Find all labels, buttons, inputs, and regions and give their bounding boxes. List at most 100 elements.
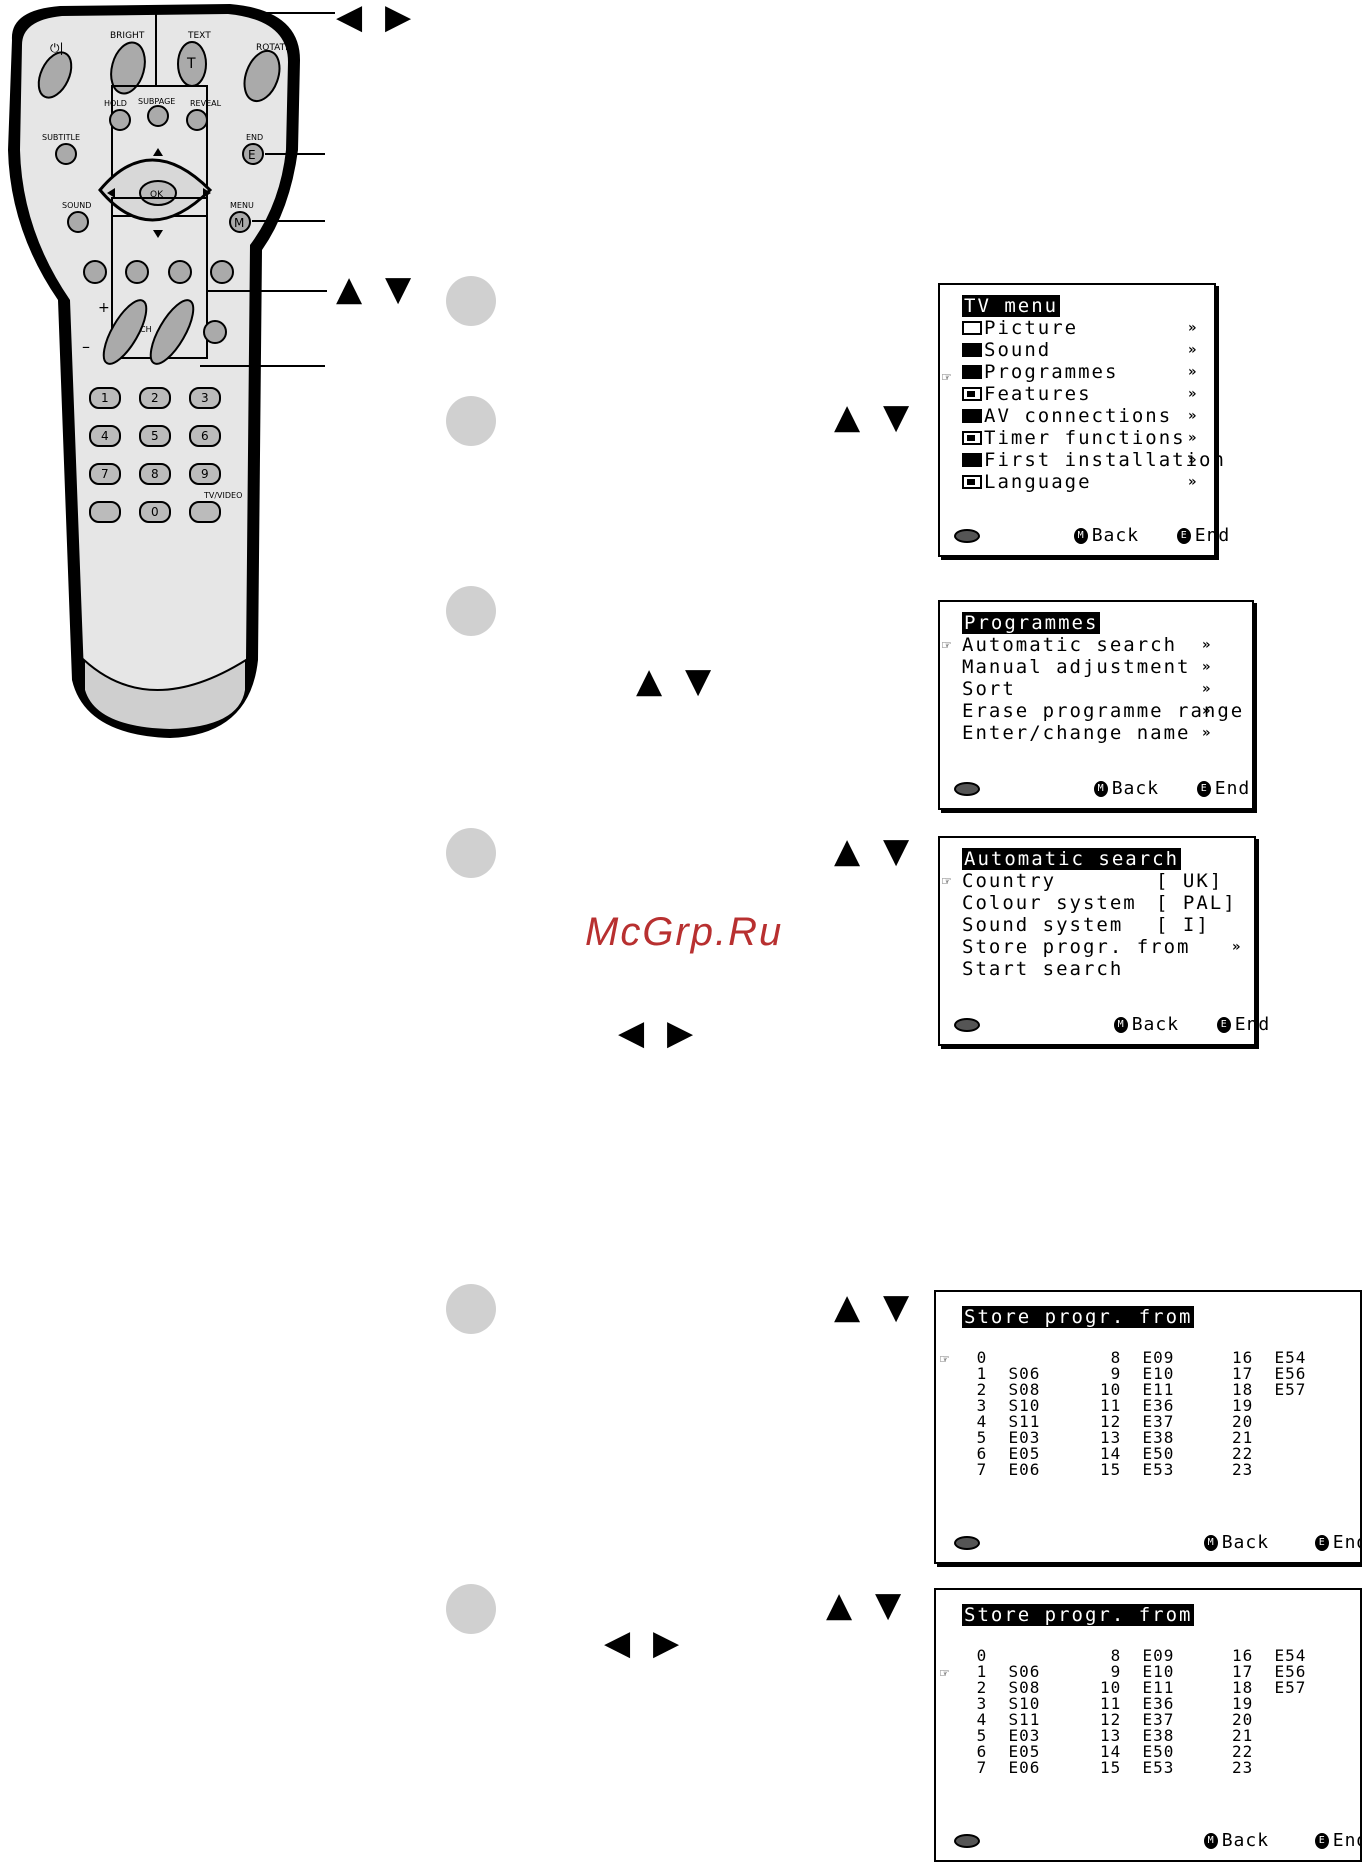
channel-entry[interactable]: 11 E36 [1100,1396,1175,1415]
digit-label: 7 [101,467,109,481]
menu-item-picture[interactable]: Picture [962,317,1078,339]
channel-column-1: 0 1 S06 2 S08 3 S10 4 S11 5 E03 6 E05 7 … [966,1648,1040,1776]
menu-item-manual-adjustment[interactable]: Manual adjustment [962,656,1191,678]
channel-entry[interactable]: 1 S06 [966,1364,1041,1383]
channel-entry[interactable]: 16 E54 [1232,1348,1307,1367]
channel-entry[interactable]: 6 E05 [966,1742,1041,1761]
menu-item-automatic-search[interactable]: Automatic search [962,634,1178,656]
channel-entry[interactable]: 0 [966,1348,988,1367]
menu-item-start-search[interactable]: Start search [962,958,1124,980]
menu-item-timer-functions[interactable]: Timer functions [962,427,1186,449]
channel-entry[interactable]: 22 [1232,1742,1254,1761]
setting-sound-system-value[interactable]: [ I] [1156,914,1210,936]
channel-entry[interactable]: 19 [1232,1396,1254,1415]
setting-colour-system-label: Colour system [962,892,1137,914]
channel-entry[interactable]: 4 S11 [966,1710,1041,1729]
chevron-icon: » [1188,320,1197,336]
watermark: McGrp.Ru [585,910,784,954]
menu-item-enter-change-name[interactable]: Enter/change name [962,722,1191,744]
channel-entry[interactable]: 15 E53 [1100,1758,1175,1777]
channel-entry[interactable]: 4 S11 [966,1412,1041,1431]
menu-item-first-installation[interactable]: First installation [962,449,1226,471]
channel-entry[interactable]: 11 E36 [1100,1694,1175,1713]
channel-entry[interactable]: 1 S06 [966,1662,1041,1681]
channel-entry[interactable]: 20 [1232,1710,1254,1729]
channel-entry[interactable]: 5 E03 [966,1726,1041,1745]
setting-colour-system-value[interactable]: [ PAL] [1156,892,1237,914]
dpad-icon [954,1018,980,1032]
channel-entry[interactable]: 17 E56 [1232,1364,1307,1383]
channel-entry[interactable]: 21 [1232,1428,1254,1447]
menu-item-features[interactable]: Features [962,383,1092,405]
channel-entry[interactable]: 2 S08 [966,1678,1041,1697]
channel-entry[interactable]: 7 E06 [966,1460,1041,1479]
menu-button-icon: M [1113,1017,1128,1033]
channel-entry[interactable]: 20 [1232,1412,1254,1431]
menu-item-av-connections[interactable]: AV connections [962,405,1172,427]
digit-button-1 [89,387,121,409]
menu-item-sort[interactable]: Sort [962,678,1016,700]
svg-text:MENU: MENU [230,201,254,210]
channel-entry[interactable]: 14 E50 [1100,1444,1175,1463]
channel-entry[interactable]: 12 E37 [1100,1710,1175,1729]
channel-entry[interactable]: 10 E11 [1100,1380,1175,1399]
menu-button-icon: M [1073,528,1088,544]
chevron-icon: » [1188,364,1197,380]
channel-entry[interactable]: 3 S10 [966,1694,1041,1713]
swap-button [89,501,121,523]
channel-entry[interactable]: 23 [1232,1460,1254,1479]
channel-entry[interactable]: 13 E38 [1100,1428,1175,1447]
chevron-icon: » [1202,725,1211,741]
menu-button-icon: M [1093,781,1108,797]
channel-entry[interactable]: 5 E03 [966,1428,1041,1447]
channel-entry[interactable]: 2 S08 [966,1380,1041,1399]
channel-entry[interactable]: 8 E09 [1100,1348,1175,1367]
channel-entry[interactable]: 15 E53 [1100,1460,1175,1479]
channel-entry[interactable]: 8 E09 [1100,1646,1175,1665]
menu-item-sound[interactable]: Sound [962,339,1051,361]
channel-entry[interactable]: 18 E57 [1232,1678,1307,1697]
osd-title: Automatic search [962,848,1182,870]
channel-entry[interactable]: 6 E05 [966,1444,1041,1463]
digit-button-6 [189,425,221,447]
channel-entry[interactable]: 16 E54 [1232,1646,1307,1665]
channel-entry[interactable]: 22 [1232,1444,1254,1463]
chevron-icon: » [1202,681,1211,697]
menu-item-store-progr-from[interactable]: Store progr. from [962,936,1191,958]
channel-entry[interactable]: 14 E50 [1100,1742,1175,1761]
osd-tv-menu: TV menu ☞ Picture Sound Programmes Featu… [938,283,1229,557]
end-button-icon: E [1314,1535,1329,1551]
channel-entry[interactable]: 7 E06 [966,1758,1041,1777]
osd-store-progr-from-1: Store progr. from ☞ 0 1 S06 2 S08 3 S10 … [934,1290,1362,1564]
osd-store-progr-from-2: Store progr. from ☞ 0 1 S06 2 S08 3 S10 … [934,1588,1362,1862]
language-icon [962,475,982,489]
menu-item-erase-programme-range[interactable]: Erase programme range [962,700,1245,722]
digit-label: 9 [201,467,209,481]
svg-text:SUBTITLE: SUBTITLE [42,133,80,142]
channel-entry[interactable]: 19 [1232,1694,1254,1713]
menu-item-language[interactable]: Language [962,471,1092,493]
svg-text:M: M [234,216,244,230]
channel-entry[interactable]: 18 E57 [1232,1380,1307,1399]
svg-text:T: T [186,56,196,72]
setting-country-value[interactable]: [ UK] [1156,870,1224,892]
channel-entry[interactable]: 21 [1232,1726,1254,1745]
menu-item-programmes[interactable]: Programmes [962,361,1118,383]
channel-entry[interactable]: 17 E56 [1232,1662,1307,1681]
channel-entry[interactable]: 13 E38 [1100,1726,1175,1745]
channel-entry[interactable]: 3 S10 [966,1396,1041,1415]
svg-text:TEXT: TEXT [187,31,211,41]
svg-text:SUBPAGE: SUBPAGE [138,97,175,106]
channel-entry[interactable]: 0 [966,1646,988,1665]
channel-column-1: 0 1 S06 2 S08 3 S10 4 S11 5 E03 6 E05 7 … [966,1350,1040,1478]
channel-entry[interactable]: 23 [1232,1758,1254,1777]
channel-entry[interactable]: 12 E37 [1100,1412,1175,1431]
channel-entry[interactable]: 9 E10 [1100,1364,1175,1383]
chevron-icon: » [1188,452,1197,468]
channel-entry[interactable]: 10 E11 [1100,1678,1175,1697]
digit-button-8 [139,463,171,485]
step-circle-1 [446,276,496,326]
channel-entry[interactable]: 9 E10 [1100,1662,1175,1681]
